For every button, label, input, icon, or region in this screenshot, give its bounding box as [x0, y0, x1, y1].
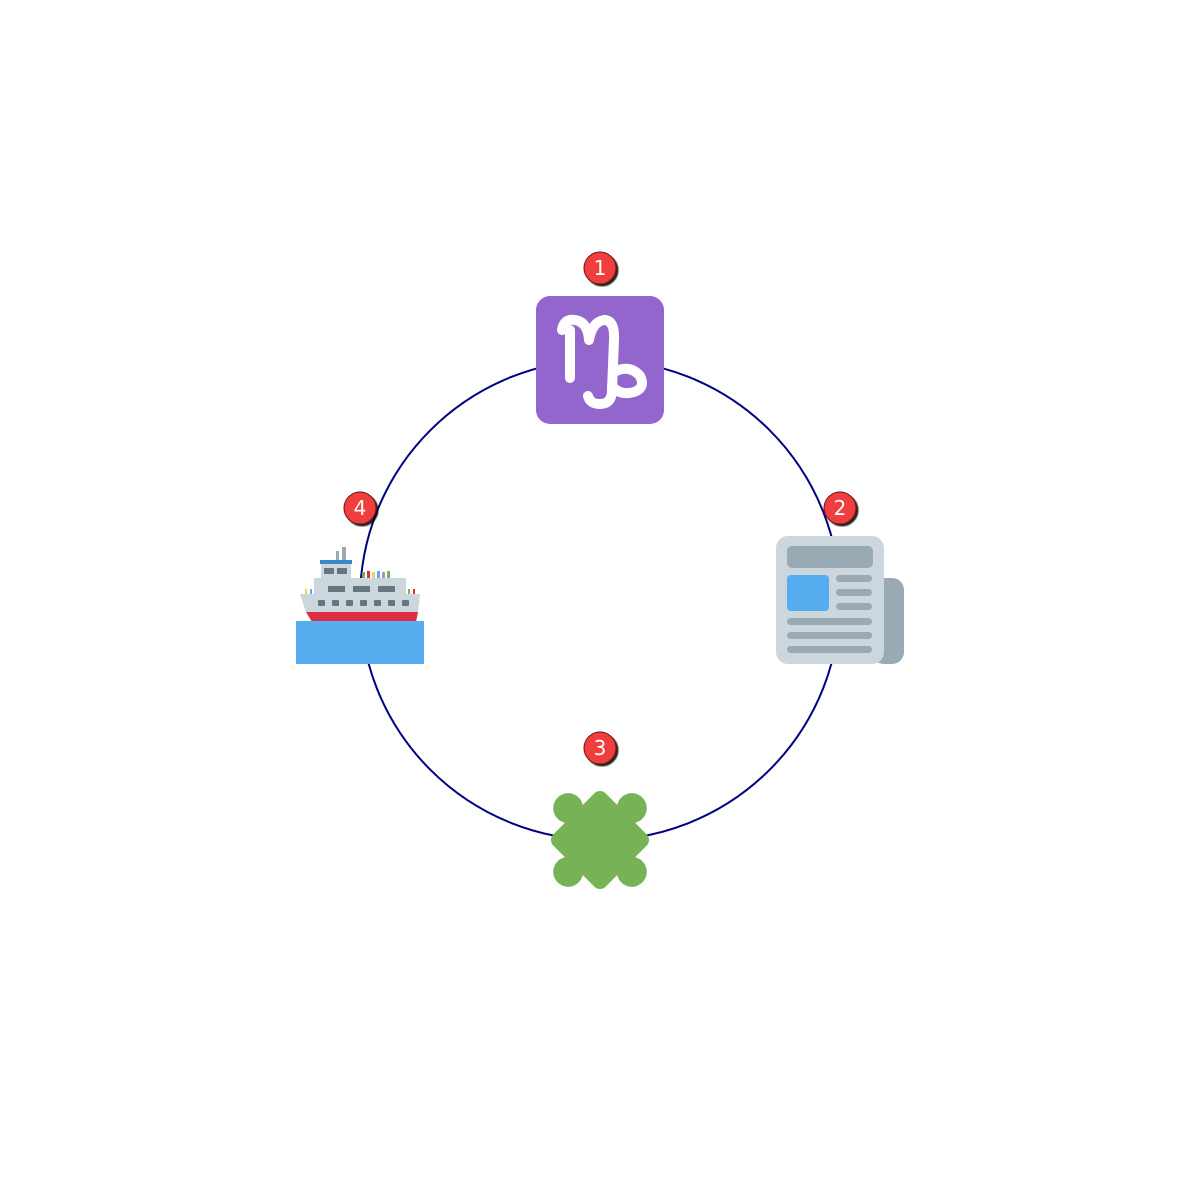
badge-3 [583, 731, 617, 765]
node-capricorn: 1 [536, 251, 664, 424]
badge-4-label: 4 [354, 496, 367, 520]
ship-icon [296, 547, 424, 664]
badge-4 [343, 491, 377, 525]
puzzle-piece-icon [550, 790, 650, 890]
node-ship: 4 [296, 491, 424, 664]
newspaper-icon [776, 536, 904, 664]
node-newspaper: 2 [776, 491, 904, 664]
badge-2-label: 2 [834, 496, 847, 520]
node-puzzle: 3 [550, 731, 650, 890]
cycle-ring [359, 359, 841, 841]
badge-1 [583, 251, 617, 285]
capricorn-icon [536, 296, 664, 424]
badge-2 [823, 491, 857, 525]
badge-3-label: 3 [594, 736, 607, 760]
badge-1-label: 1 [594, 256, 607, 280]
